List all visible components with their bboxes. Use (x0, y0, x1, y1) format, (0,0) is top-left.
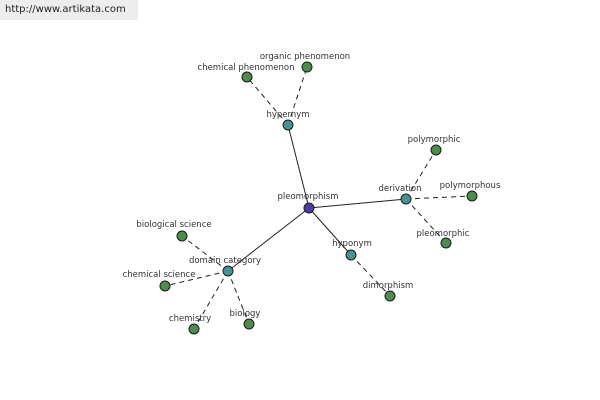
edge-hypernym-chemphen (246, 76, 289, 126)
node-biosci[interactable] (176, 230, 188, 242)
edge-root-domain (227, 207, 310, 272)
site-banner: http://www.artikata.com (0, 0, 138, 20)
edge-hyponym-dimorphism (350, 254, 391, 297)
edges-layer (164, 66, 473, 330)
label-derivation[interactable]: derivation (378, 184, 421, 194)
edge-domain-biosci (181, 235, 229, 272)
label-hypernym[interactable]: hypernym (266, 110, 309, 120)
label-biology[interactable]: biology (230, 309, 261, 319)
label-organic[interactable]: organic phenomenon (260, 52, 350, 62)
node-pleomorphic[interactable] (440, 237, 452, 249)
edge-domain-chemistry (193, 270, 229, 330)
label-domain[interactable]: domain category (189, 256, 261, 266)
edge-derivation-pleomorphic (405, 198, 447, 244)
edge-root-hypernym (287, 124, 310, 209)
node-root[interactable] (303, 202, 315, 214)
node-polymorphous[interactable] (466, 190, 478, 202)
label-pleomorphic[interactable]: pleomorphic (417, 229, 470, 239)
label-hyponym[interactable]: hyponym (332, 239, 372, 249)
node-chemistry[interactable] (188, 323, 200, 335)
label-root[interactable]: pleomorphism (277, 192, 338, 202)
edge-hypernym-organic (287, 66, 308, 126)
label-biosci[interactable]: biological science (136, 220, 211, 230)
label-polymorphous[interactable]: polymorphous (440, 181, 501, 191)
edge-domain-chemsci (164, 270, 229, 287)
edge-domain-biology (227, 270, 250, 325)
label-chemsci[interactable]: chemical science (123, 270, 196, 280)
edge-derivation-polymorphic (405, 149, 437, 200)
node-hyponym[interactable] (345, 249, 357, 261)
node-organic[interactable] (301, 61, 313, 73)
nodes-layer (159, 61, 478, 335)
node-derivation[interactable] (400, 193, 412, 205)
label-chemphen[interactable]: chemical phenomenon (198, 63, 295, 73)
edge-derivation-polymorphous (405, 195, 473, 200)
node-chemphen[interactable] (241, 71, 253, 83)
edge-root-derivation (308, 198, 407, 209)
node-polymorphic[interactable] (430, 144, 442, 156)
node-chemsci[interactable] (159, 280, 171, 292)
edge-root-hyponym (308, 207, 352, 256)
node-biology[interactable] (243, 318, 255, 330)
label-chemistry[interactable]: chemistry (169, 314, 211, 324)
label-dimorphism[interactable]: dimorphism (363, 281, 414, 291)
labels-layer: pleomorphism hypernym derivation hyponym dom… (123, 52, 501, 324)
label-polymorphic[interactable]: polymorphic (408, 135, 461, 145)
node-domain[interactable] (222, 265, 234, 277)
node-dimorphism[interactable] (384, 290, 396, 302)
node-hypernym[interactable] (282, 119, 294, 131)
site-url-link[interactable]: http://www.artikata.com (5, 4, 126, 15)
